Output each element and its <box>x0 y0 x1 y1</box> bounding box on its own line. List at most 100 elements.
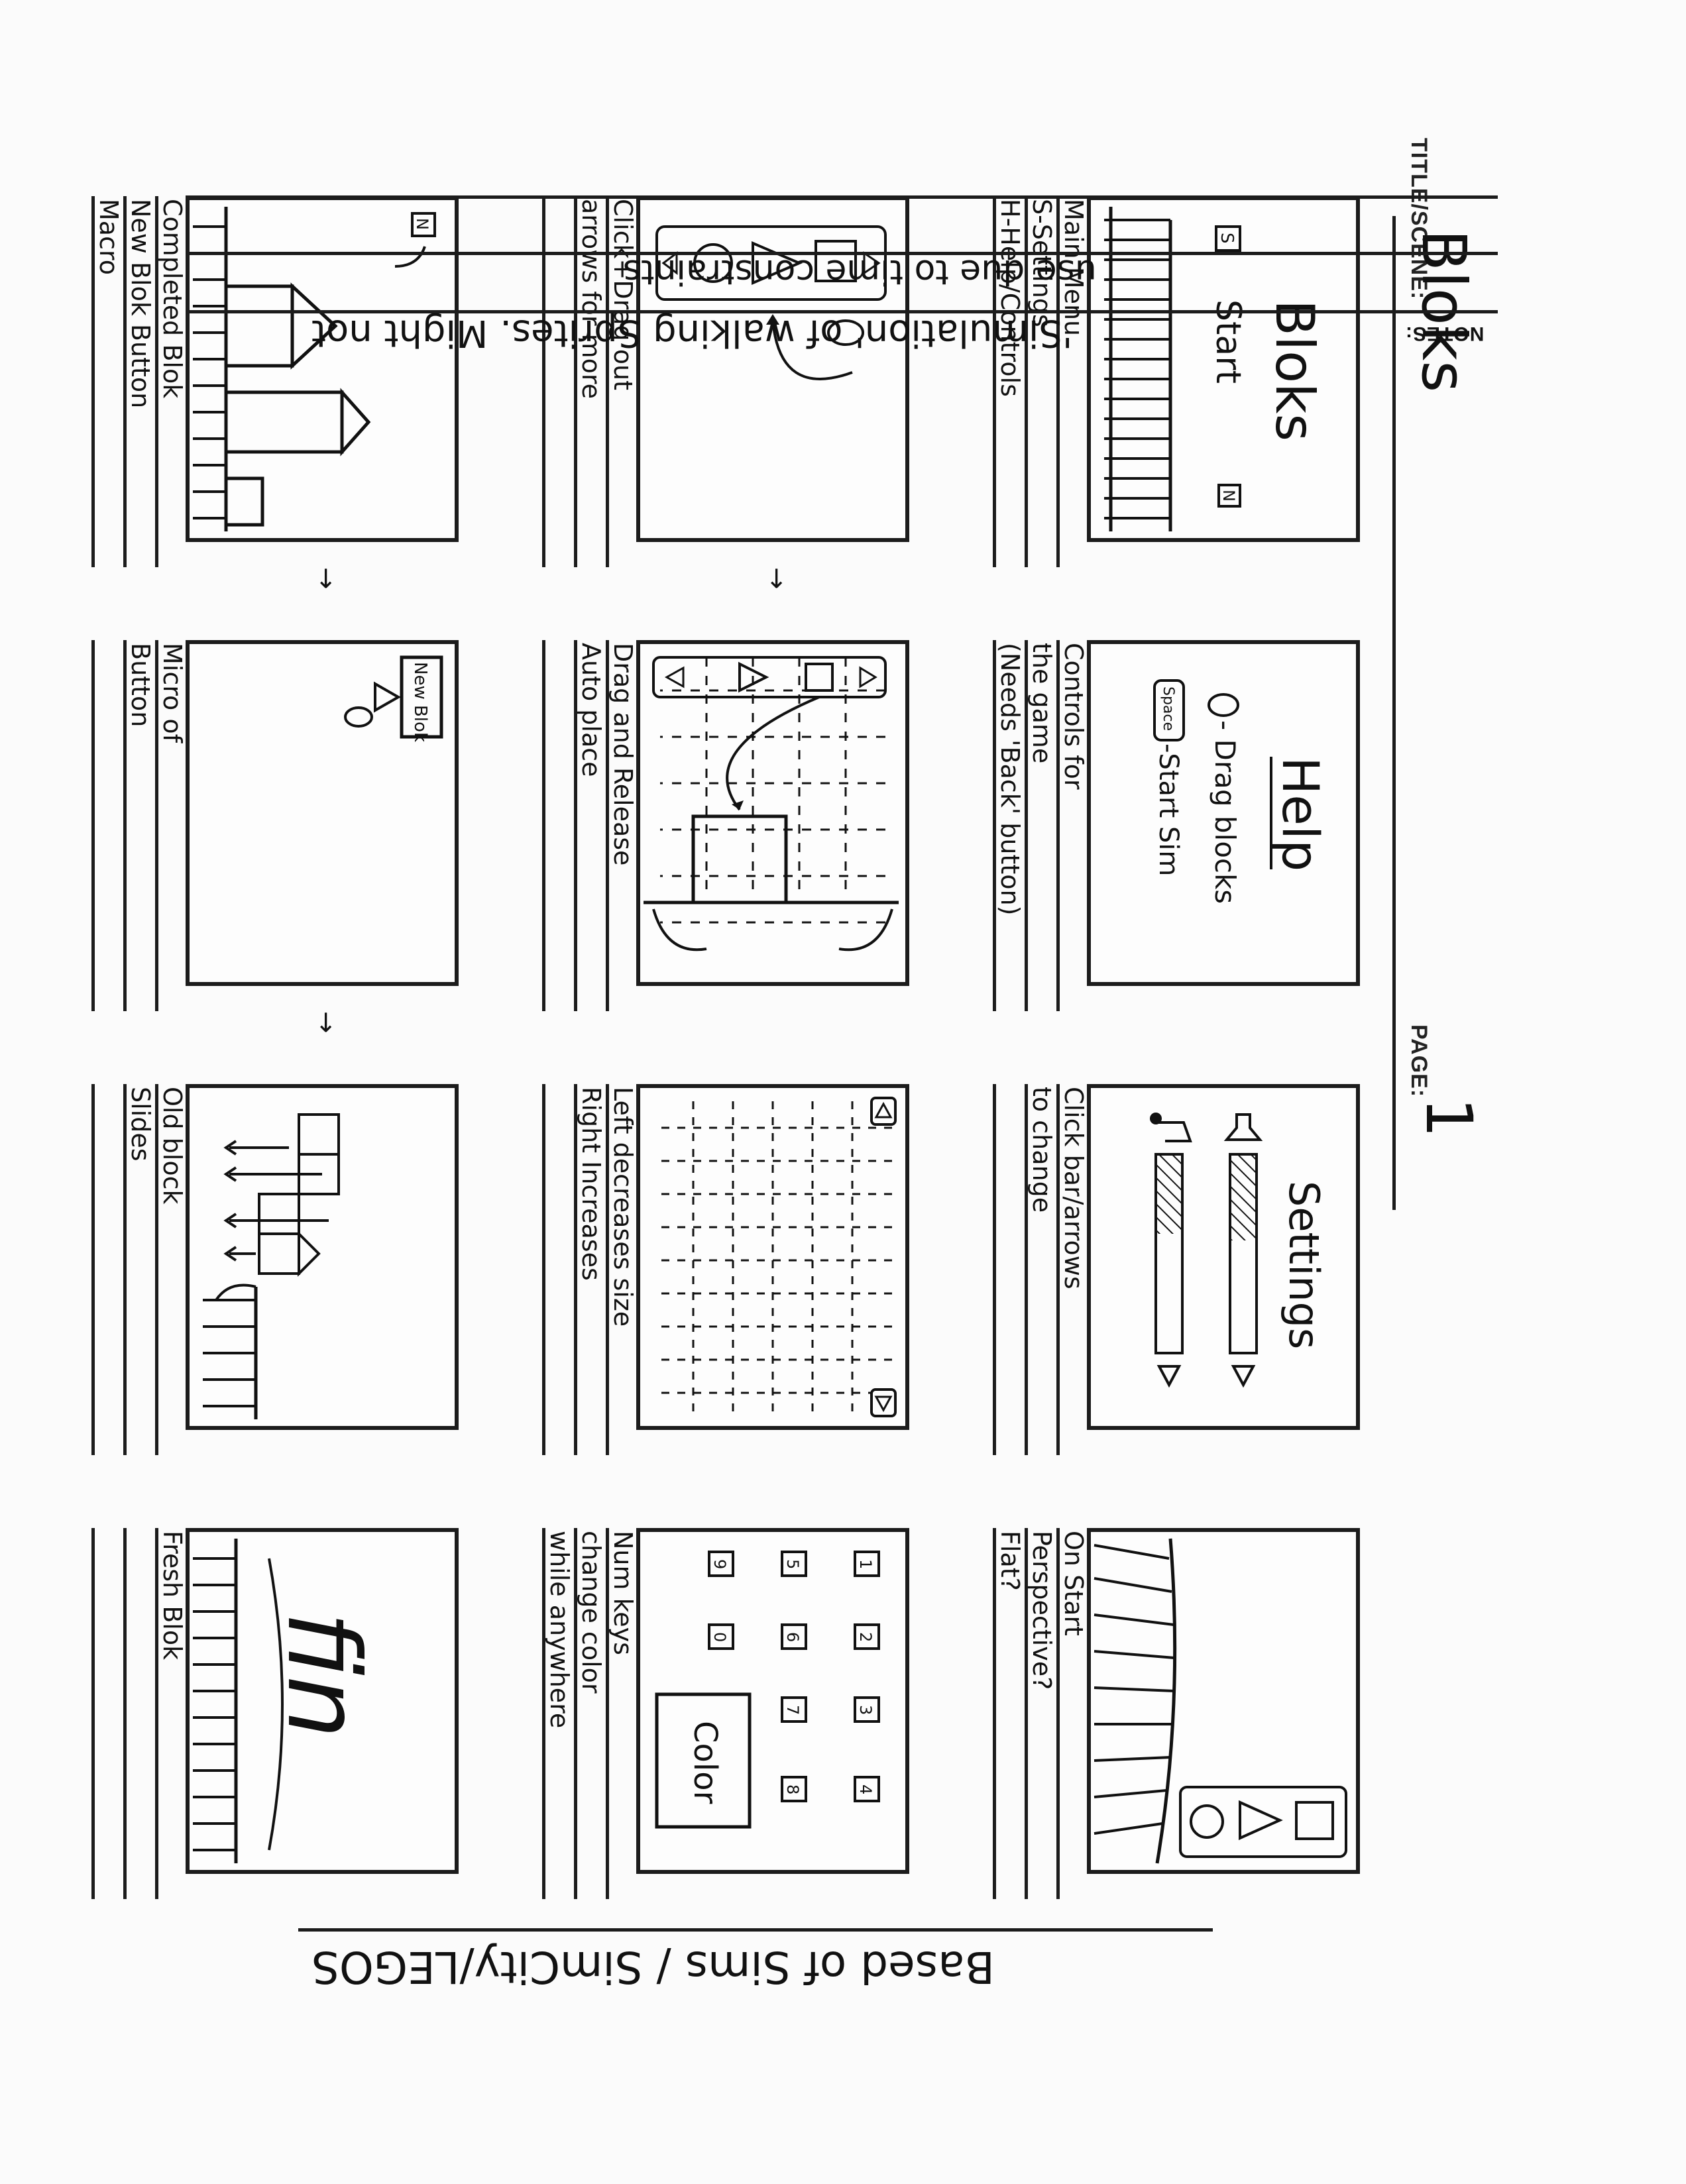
on-start-sketch <box>1091 1532 1356 1870</box>
caption-line: change color <box>577 1531 606 1899</box>
ground-tiles <box>193 1558 236 1850</box>
caption-drag-release: Drag and Release Auto place <box>542 640 638 1011</box>
caption-settings: Click bar/arrows to change <box>993 1084 1088 1455</box>
key-label: 2 <box>856 1632 875 1642</box>
key-label: 0 <box>710 1632 729 1642</box>
settings-title: Settings <box>1280 1181 1328 1349</box>
side-note-rule <box>298 1928 1213 1932</box>
color-keys-sketch: 1 2 3 4 5 6 7 8 9 0 Color <box>640 1532 905 1870</box>
caption-line: Click bar/arrows <box>1059 1087 1088 1455</box>
caption-line: Flat? <box>995 1531 1025 1899</box>
flow-arrow-icon: → <box>313 1011 339 1034</box>
frame-help: Help - Drag blocks Space -Start Sim <box>1087 640 1360 986</box>
caption-new-blok-button: Micro of Button <box>91 640 187 1011</box>
notes-line-1: 'Simulation' of walking Sprites. Might n… <box>311 311 1072 355</box>
drag-arc <box>727 697 819 810</box>
music-bar-fill <box>1156 1154 1182 1234</box>
caption-line: Fresh Blok <box>158 1531 187 1899</box>
completed-blok-sketch: N <box>190 200 455 538</box>
caption-color-keys: Num keys change color while anywhere <box>542 1528 638 1899</box>
scroll-down-arrow-icon <box>667 668 683 686</box>
key-label: 8 <box>783 1784 802 1794</box>
help-drag-text: - Drag blocks <box>1209 720 1241 904</box>
title-row: TITLE/SCENE: Bloks PAGE: 1 <box>1380 136 1506 1981</box>
volume-bar-fill <box>1230 1154 1257 1240</box>
notes-line-2: use due to time constraints <box>623 252 1097 292</box>
flow-arrow-icon: → <box>763 567 790 590</box>
circle-shape-icon <box>1191 1806 1223 1837</box>
help-sketch: Help - Drag blocks Space -Start Sim <box>1091 644 1356 982</box>
mouse-icon <box>1209 694 1238 716</box>
space-key-label: Space <box>1160 686 1176 731</box>
frame-old-block-slides <box>186 1084 459 1430</box>
key-label: 3 <box>856 1705 875 1715</box>
grid-size-sketch <box>640 1088 905 1426</box>
frame-color-keys: 1 2 3 4 5 6 7 8 9 0 Color <box>636 1528 909 1874</box>
key-label: 5 <box>783 1559 802 1569</box>
drag-release-sketch <box>640 644 905 982</box>
frame-main-menu: Bloks S Start N <box>1087 196 1360 542</box>
perspective-tiles <box>1094 1545 1174 1833</box>
caption-line: Perspective? <box>1027 1531 1056 1899</box>
page-number: 1 <box>1412 1097 1486 1138</box>
old-block-slides-sketch <box>190 1088 455 1426</box>
caption-line: Left decreases size <box>608 1087 638 1455</box>
sliding-block <box>259 1194 299 1234</box>
caption-line: On Start <box>1059 1531 1088 1899</box>
volume-icon <box>1227 1115 1260 1140</box>
frame-settings: Settings <box>1087 1084 1360 1430</box>
storyboard-sheet: TITLE/SCENE: Bloks PAGE: 1 Bloks S Start… <box>186 136 1506 1981</box>
grid-horizontal <box>693 1101 852 1413</box>
frame-new-blok-button: New Blok <box>186 640 459 986</box>
caption-line: Auto place <box>577 643 606 1011</box>
caption-grid-size: Left decreases size Right Increases <box>542 1084 638 1455</box>
main-menu-sketch: Bloks S Start N <box>1091 200 1356 538</box>
music-note-icon <box>1157 1122 1190 1141</box>
frame-completed-blok: N <box>186 196 459 542</box>
click-drag-sketch <box>640 200 905 538</box>
n-key-label: N <box>1219 490 1238 502</box>
fin-sketch: fin <box>190 1532 455 1870</box>
caption-line: Macro <box>94 199 123 567</box>
music-arrow-icon <box>1159 1366 1179 1385</box>
key-label: 6 <box>783 1632 802 1642</box>
caption-line: Button <box>126 643 155 1011</box>
s-key-label: S <box>1217 233 1237 244</box>
volume-arrow-icon <box>1233 1366 1253 1385</box>
slide-arrows <box>229 1148 329 1254</box>
scroll-up-arrow-icon <box>860 668 875 686</box>
mouse-icon <box>345 708 372 726</box>
caption-line: Old block <box>158 1087 187 1455</box>
key-label: 1 <box>856 1559 875 1569</box>
cursor-icon <box>375 684 398 710</box>
caption-line: to change <box>1027 1087 1056 1455</box>
caption-old-block-slides: Old block Slides <box>91 1084 187 1455</box>
square-shape-icon <box>806 664 832 690</box>
caption-line: Controls for <box>1059 643 1088 1011</box>
new-blok-label: New Blok <box>410 662 430 742</box>
caption-fin: Fresh Blok <box>91 1528 187 1899</box>
n-key-label: N <box>413 218 431 230</box>
perspective-ground <box>1157 1539 1175 1863</box>
shape-palette <box>1180 1787 1346 1857</box>
pointer-arrow-icon <box>395 246 425 266</box>
caption-line: while anywhere <box>545 1531 574 1899</box>
caption-line: (Needs 'Back' button) <box>995 643 1025 1011</box>
small-block <box>226 478 262 525</box>
caption-line: Num keys <box>608 1531 638 1899</box>
block-square <box>226 286 292 366</box>
caption-completed-blok: Completed Blok New Blok Button Macro <box>91 196 187 567</box>
settings-sketch: Settings <box>1091 1088 1356 1426</box>
sliding-block <box>299 1115 339 1154</box>
caption-line: Micro of <box>158 643 187 1011</box>
notes-label: NOTES: <box>1405 322 1484 345</box>
caption-line: Drag and Release <box>608 643 638 1011</box>
ground-tiles <box>193 227 226 518</box>
frame-grid-size <box>636 1084 909 1430</box>
block-tower <box>226 392 342 452</box>
caption-help: Controls for the game (Needs 'Back' butt… <box>993 640 1088 1011</box>
flow-arrow-icon: → <box>313 567 339 590</box>
frame-click-drag <box>636 196 909 542</box>
frame-drag-release <box>636 640 909 986</box>
